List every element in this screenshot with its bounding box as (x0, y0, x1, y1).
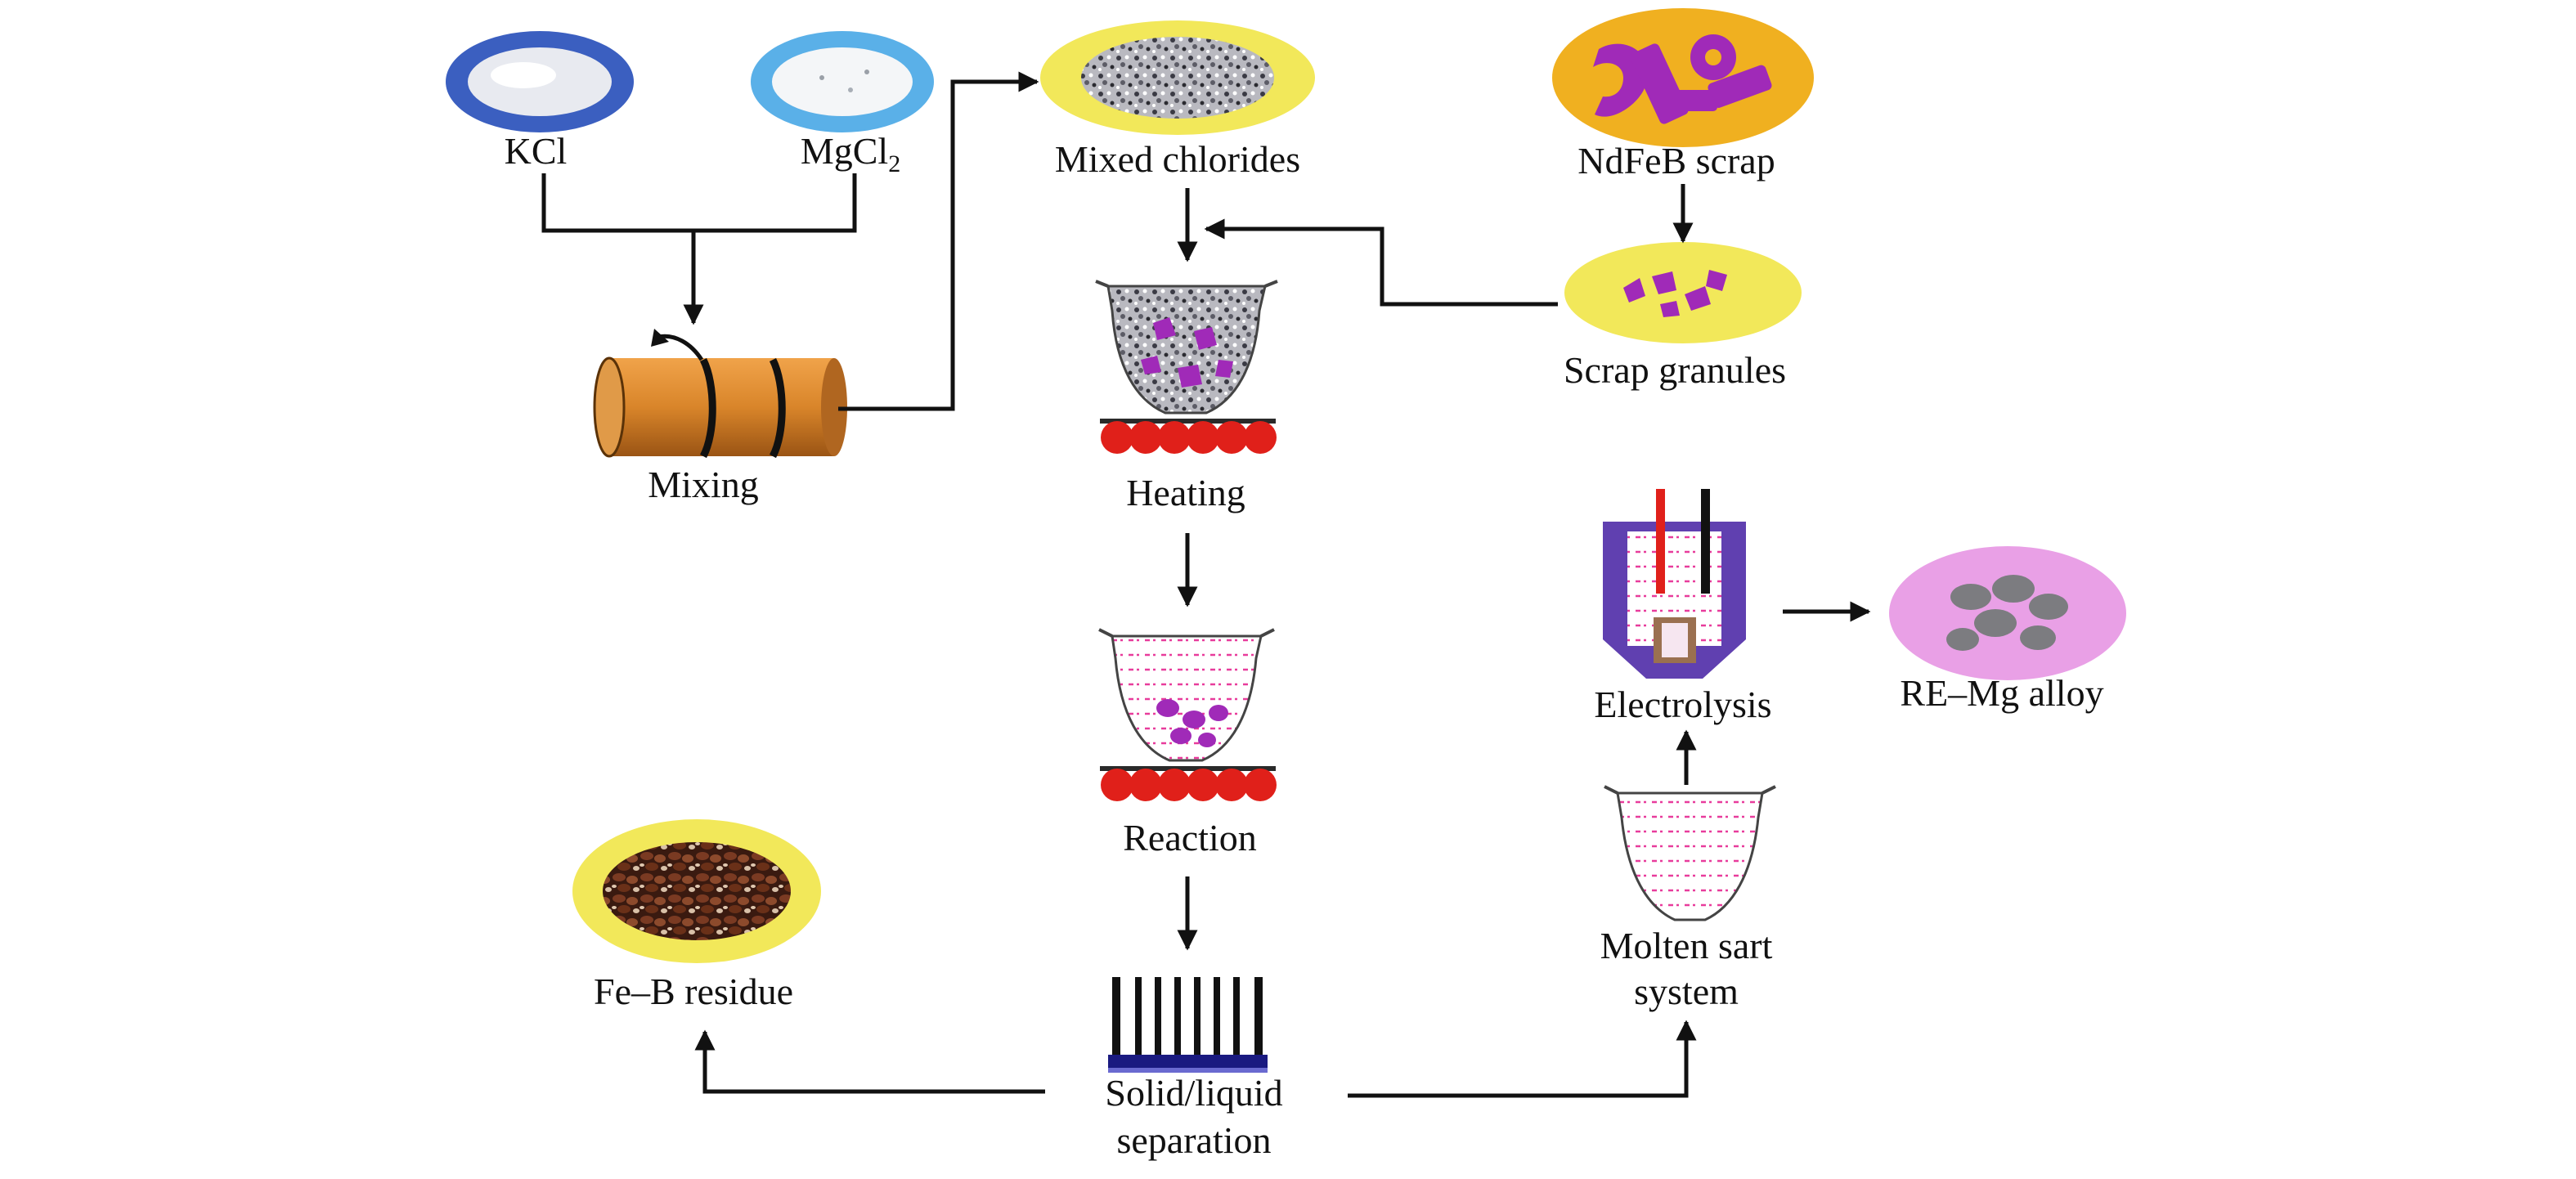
electrolysis-cell-icon (1603, 489, 1746, 679)
separation-label-line2: separation (1116, 1119, 1271, 1161)
mixing-label: Mixing (648, 464, 758, 505)
re-mg-alloy-icon (1889, 546, 2126, 680)
mixing-drum-icon (593, 329, 847, 459)
molten-salt-label-line2: system (1634, 971, 1739, 1012)
mgcl2-label-base: MgCl (801, 130, 888, 172)
fe-b-residue-label: Fe–B residue (594, 971, 793, 1012)
molten-salt-label-line1: Molten sart (1600, 925, 1773, 966)
scrap-granules-label: Scrap granules (1564, 349, 1786, 391)
molten-salt-crucible-icon (1604, 785, 1776, 921)
arrow-to-molten-salt (1348, 1020, 1697, 1098)
heating-crucible-icon (1095, 280, 1278, 454)
mgcl2-label: MgCl2 (801, 130, 900, 177)
mgcl2-label-subscript: 2 (888, 150, 900, 177)
mgcl2-powder-icon (751, 31, 934, 132)
arrow-to-mixing (541, 173, 857, 323)
filter-icon (1108, 977, 1268, 1073)
ndfeb-scrap-icon (1552, 8, 1814, 147)
re-mg-alloy-label: RE–Mg alloy (1900, 672, 2103, 714)
heating-label: Heating (1126, 472, 1245, 513)
reaction-label: Reaction (1123, 817, 1257, 858)
mixed-chlorides-icon (1040, 20, 1315, 135)
fe-b-residue-icon (572, 819, 821, 963)
separation-label-line1: Solid/liquid (1105, 1072, 1282, 1114)
kcl-powder-icon (446, 31, 634, 132)
arrow-granules-to-feed (1204, 218, 1558, 307)
ndfeb-scrap-label: NdFeB scrap (1577, 140, 1775, 182)
arrow-to-fe-b-residue (694, 1029, 1045, 1094)
flow-connectors (541, 71, 1871, 1098)
kcl-label: KCl (505, 130, 568, 172)
electrolysis-label: Electrolysis (1594, 684, 1771, 725)
scrap-granules-icon (1564, 242, 1802, 343)
mixed-chlorides-label: Mixed chlorides (1055, 138, 1300, 180)
reaction-crucible-icon (1098, 628, 1277, 801)
arrow-to-mixed-chlorides (838, 71, 1039, 411)
